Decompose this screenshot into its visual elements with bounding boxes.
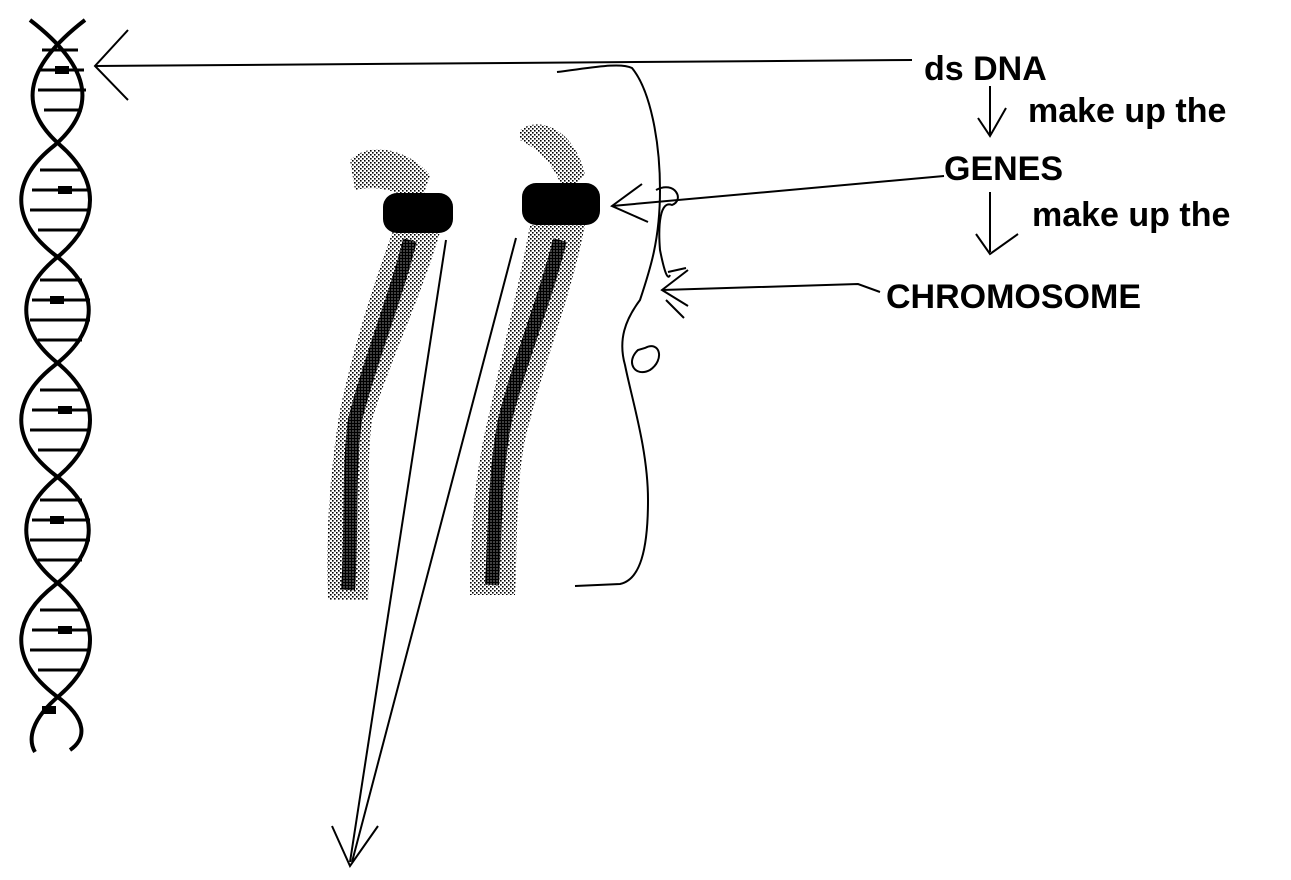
chromosome-bracket xyxy=(557,65,660,586)
chromosome-figure xyxy=(327,124,600,600)
arrow-dsdna-to-helix xyxy=(95,30,912,100)
right-gene-band xyxy=(522,183,600,225)
arrow-genes-to-chromosome xyxy=(976,192,1018,254)
label-dsdna: ds DNA xyxy=(924,50,1047,88)
bracket-loop xyxy=(632,346,659,372)
label-make-up-2: make up the xyxy=(1032,196,1230,234)
label-make-up-1: make up the xyxy=(1028,92,1226,130)
label-genes: GENES xyxy=(944,150,1063,188)
arrow-dna-to-genes xyxy=(978,86,1006,136)
label-chromosome: CHROMOSOME xyxy=(886,278,1141,316)
arrow-chromosome-to-bracket xyxy=(662,270,880,306)
dna-double-helix xyxy=(21,20,90,752)
left-gene-band xyxy=(383,193,453,233)
